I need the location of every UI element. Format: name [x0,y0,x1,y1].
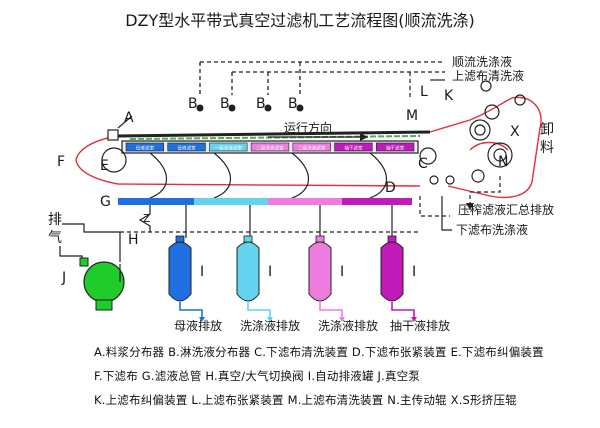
receiver-tank [236,241,260,302]
label-G: G [100,194,111,210]
legend-line-3: K.上滤布纠偏装置 L.上滤布张紧装置 M.上滤布清洗装置 N.主传动辊 X.S… [94,393,517,407]
belt-roller-left [101,147,127,173]
exhaust-label-2: 气 [48,230,62,246]
label-N: N [498,154,508,170]
spray-distributors [196,104,304,112]
receiver-tank [380,241,404,302]
outlet-label-1: 母液排放 [174,318,222,333]
vacuum-zone-label: 抽干滤室 [344,145,363,152]
vacuum-zone [167,142,206,152]
label-C: C [418,156,428,172]
label-L: L [420,84,428,100]
tank-inlet [243,235,253,243]
vacuum-zone-label: 母液滤室 [136,145,155,152]
tank-inlet [387,235,397,243]
label-Z: Z [143,212,151,225]
label-I: I [412,264,416,280]
label-B-3: B [256,96,266,112]
outlet-label-2: 洗涤液排放 [240,318,300,333]
outlet-label-3: 洗涤液排放 [318,318,378,333]
receiver-tank [168,241,192,302]
label-I: I [340,264,344,280]
direction-label: 运行方向 [284,120,332,135]
tank-outlet-arrow [199,317,205,322]
label-F: F [57,154,65,170]
forward-wash-label: 顺流洗涤液 [452,54,512,69]
label-B-1: B [188,96,198,112]
tank-outlet-pipe [391,302,415,318]
vacuum-zone-label: 抽干滤室 [386,145,405,152]
vacuum-zone [292,142,331,152]
feed-distributor [107,115,133,141]
vacuum-zone-label: 二级洗液滤室 [298,145,326,152]
tank-outlet-arrow [339,317,345,322]
tank-inlet [315,235,325,243]
vacuum-zones: 母液滤室 母液滤室 一级洗液滤室 二级洗液滤室 二级洗液滤室 抽干滤室 抽干滤室 [125,142,415,152]
suction-hoses [149,152,387,199]
press-filtrate-label: 压榨滤液汇总排放 [458,202,554,217]
vacuum-zone [209,142,248,152]
label-K: K [444,88,454,104]
unload-label-2: 料 [540,140,554,156]
wash-liquid-manifold [199,61,445,95]
belt-top-band [117,130,431,138]
legend-line-1: A.料浆分布器 B.淋洗液分布器 C.下滤布清洗装置 D.下滤布张紧装置 E.下… [94,345,544,359]
tank-outlet-arrow [267,317,273,322]
vacuum-pump [79,257,125,311]
vacuum-line [119,205,420,262]
upper-cloth-wash-label: 上滤布清洗液 [452,68,524,83]
label-I: I [200,264,204,280]
outlet-label-4: 抽干液排放 [390,318,450,333]
label-X: X [510,124,520,140]
label-M: M [406,108,418,124]
diagram-title: DZY型水平带式真空过滤机工艺流程图(顺流洗涤) [125,11,475,30]
tank-outlet-arrow [411,317,417,322]
tank-outlet-pipe [179,302,203,318]
unload-label-1: 卸 [540,122,554,138]
label-B-2: B [220,96,230,112]
label-B-4: B [288,96,298,112]
tank-outlet-pipe [247,302,271,318]
label-E: E [100,158,109,174]
vacuum-zone-label: 母液滤室 [177,145,196,152]
belt-roller-right [419,147,437,165]
vacuum-zone [375,142,415,152]
label-D: D [385,180,396,196]
upper-cloth-roller-system [429,80,526,185]
vacuum-zone [125,142,165,152]
receiver-tank [308,241,332,302]
label-I: I [268,264,272,280]
exhaust-label-1: 排 [48,212,62,228]
vacuum-zone-label: 二级洗液滤室 [256,145,284,152]
vacuum-zone-label: 一级洗液滤室 [214,145,242,152]
vacuum-zone [334,142,373,152]
legend-line-2: F.下滤布 G.滤液总管 H.真空/大气切换阀 I.自动排液罐 J.真空泵 [94,369,421,383]
vacuum-zone [250,142,290,152]
filtrate-manifold [118,198,412,205]
label-J: J [61,270,66,286]
label-H: H [128,232,139,248]
tank-inlet [175,235,185,243]
lower-cloth-wash-label: 下滤布洗涤液 [456,222,528,237]
tank-outlet-pipe [319,302,343,318]
label-A: A [124,110,134,126]
